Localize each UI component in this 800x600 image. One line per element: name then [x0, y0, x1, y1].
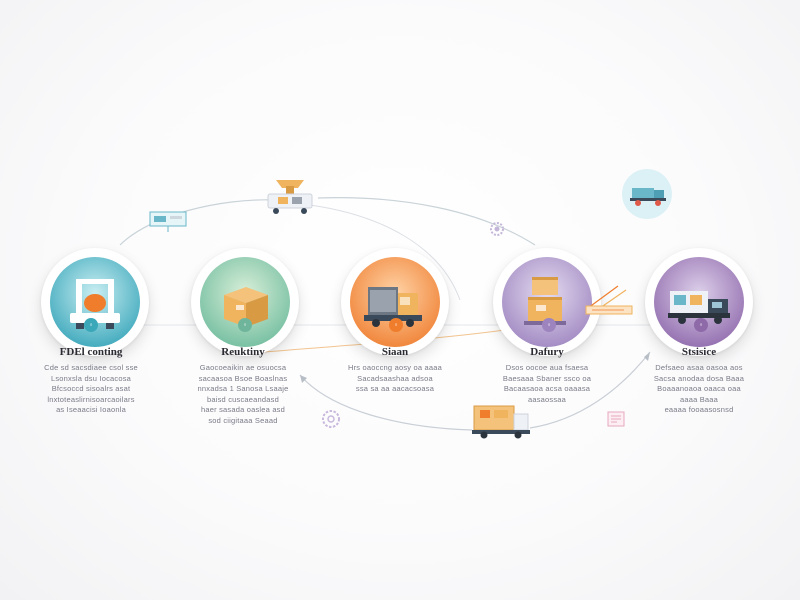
- timeline-marker-1: ◦: [84, 318, 98, 332]
- gear-icon: [490, 222, 504, 236]
- stage-title-5: Stsisice: [681, 346, 717, 358]
- stage-siaan: [333, 240, 457, 364]
- top-arc-far: [309, 204, 461, 301]
- stage-title-4: Dafury: [530, 346, 564, 358]
- cargo-truck-icon: [472, 405, 530, 439]
- stage-title-3: Siaan: [381, 346, 409, 358]
- timeline-marker-5: ◦: [694, 318, 708, 332]
- settings-gear-icon: [322, 410, 340, 428]
- timeline-marker-3: ◦: [389, 318, 403, 332]
- stage-dafury: [485, 240, 609, 364]
- top-arc-left: [119, 199, 276, 246]
- stage-reuktiny: [183, 240, 307, 364]
- bottom-arc-right: [529, 351, 651, 429]
- arrow-head-left: [300, 375, 307, 383]
- timeline-marker-4: ◦: [542, 318, 556, 332]
- top-arc-right: [317, 197, 536, 246]
- bottom-arc-left: [299, 374, 473, 431]
- arrow-head-right: [644, 352, 650, 361]
- stage-title-1: FDEl conting: [59, 346, 123, 358]
- top-cart-icon: [267, 180, 313, 214]
- van-badge-icon: [622, 169, 672, 219]
- timeline-marker-2: ◦: [238, 318, 252, 332]
- conveyor-icon: [585, 285, 633, 315]
- stage-fdel-conting: [33, 240, 157, 364]
- forklift-illustration: [50, 257, 140, 347]
- delivery-van-illustration: [654, 257, 744, 347]
- stage-stsisice: [637, 240, 761, 364]
- document-icon: [607, 411, 625, 427]
- box-illustration: [200, 257, 290, 347]
- truck-illustration: [350, 257, 440, 347]
- stage-title-2: Reuktiny: [221, 346, 265, 358]
- stacked-boxes-illustration: [502, 257, 592, 347]
- monitor-icon: [149, 211, 187, 232]
